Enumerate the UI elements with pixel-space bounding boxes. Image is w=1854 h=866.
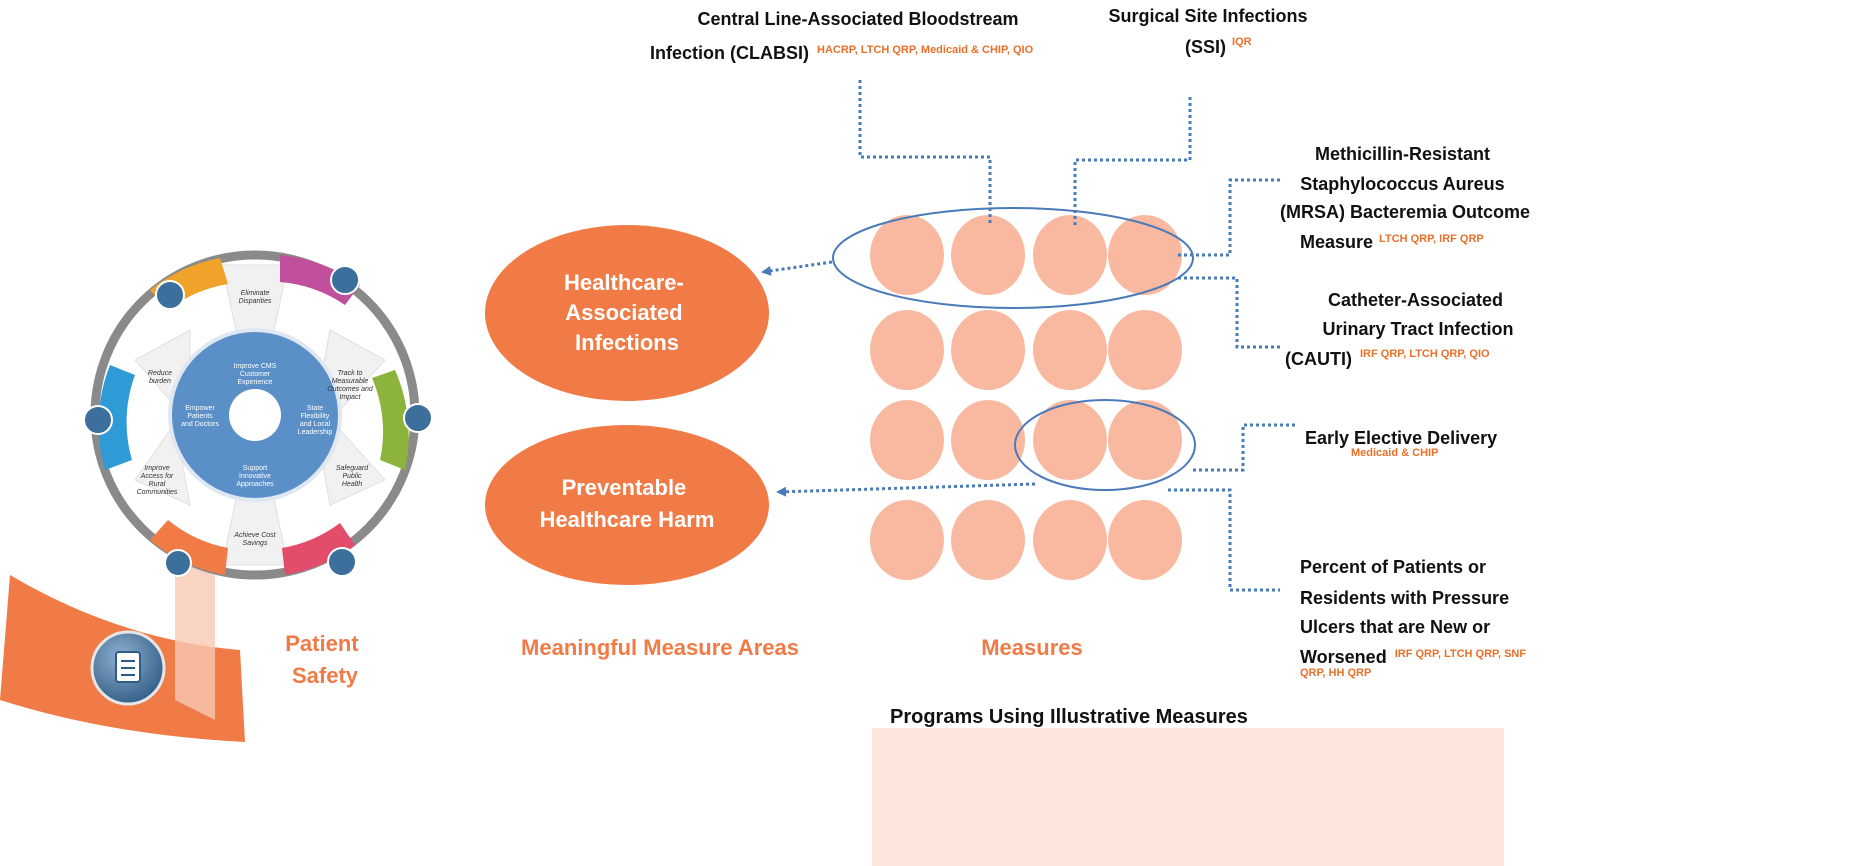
programs-title: Programs Using Illustrative Measures	[890, 706, 1248, 728]
arrow-to-hai	[761, 260, 833, 276]
measure-ssi-title-2: (SSI)IQR	[1185, 36, 1252, 57]
measure-cauti-title: Catheter-Associated Urinary Tract Infect…	[1322, 290, 1513, 339]
phh-group-outline	[1014, 399, 1196, 491]
connector-clabsi	[858, 80, 992, 225]
people-icon	[83, 405, 113, 435]
measure-dot	[1108, 400, 1182, 480]
network-icon	[403, 403, 433, 433]
measure-dot	[1108, 500, 1182, 580]
area-phh-label: Preventable Healthcare Harm	[540, 475, 715, 532]
measure-dot	[951, 215, 1025, 295]
measure-clabsi-title: Central Line-Associated Bloodstream	[697, 9, 1018, 29]
area-hai	[485, 225, 769, 401]
measure-cauti-title-2: (CAUTI)IRF QRP, LTCH QRP, QIO	[1285, 348, 1490, 369]
area-phh	[485, 425, 769, 585]
segment-green	[372, 370, 409, 470]
measure-dot	[1108, 310, 1182, 390]
refresh-icon	[155, 280, 185, 310]
measure-dot	[1108, 215, 1182, 295]
connector-cauti	[1178, 276, 1280, 349]
patient-safety-label: Patient Safety	[285, 631, 364, 688]
programs-box	[872, 728, 1504, 866]
measure-ssi-title: Surgical Site Infections	[1108, 6, 1307, 26]
measure-dot	[870, 400, 944, 480]
measures-section-label: Measures	[981, 635, 1083, 660]
heart-icon	[330, 265, 360, 295]
measure-pressure-title: Percent of Patients or Residents with Pr…	[1300, 557, 1514, 637]
measure-mrsa-title: Methicillin-Resistant Staphylococcus Aur…	[1280, 144, 1530, 222]
measure-pressure-programs-2: QRP, HH QRP	[1300, 667, 1371, 679]
measure-dot	[870, 310, 944, 390]
hai-group-outline	[832, 207, 1194, 309]
areas-section-label: Meaningful Measure Areas	[521, 635, 799, 660]
segment-orange	[150, 520, 228, 575]
measure-grid	[870, 215, 1182, 580]
measure-dot	[870, 500, 944, 580]
measure-dot	[951, 500, 1025, 580]
clipboard-small-icon	[164, 549, 192, 577]
connector-mrsa	[1178, 178, 1282, 257]
measure-dot	[951, 310, 1025, 390]
programs-header	[872, 700, 1504, 728]
patient-safety-band-light	[175, 560, 215, 720]
measure-eed-programs: Medicaid & CHIP	[1351, 447, 1438, 459]
connector-ssi	[1073, 97, 1192, 225]
area-hai-label: Healthcare- Associated Infections	[564, 270, 690, 355]
connectors	[761, 80, 1296, 592]
measure-dot	[951, 400, 1025, 480]
measure-eed-title: Early Elective Delivery	[1305, 428, 1497, 448]
wheel-center-image	[229, 389, 281, 441]
measure-dot	[1033, 400, 1107, 480]
connector-pressure	[1168, 488, 1280, 592]
connector-eed	[1193, 423, 1296, 472]
measure-dot	[870, 215, 944, 295]
arrow-to-phh	[776, 482, 1036, 497]
segment-blue	[98, 365, 135, 470]
measure-dot	[1033, 310, 1107, 390]
measure-dot	[1033, 500, 1107, 580]
measure-clabsi-title-2: Infection (CLABSI)HACRP, LTCH QRP, Medic…	[650, 43, 1034, 63]
measure-dot	[1033, 215, 1107, 295]
dollar-icon	[327, 547, 357, 577]
segment-pink	[282, 523, 355, 575]
